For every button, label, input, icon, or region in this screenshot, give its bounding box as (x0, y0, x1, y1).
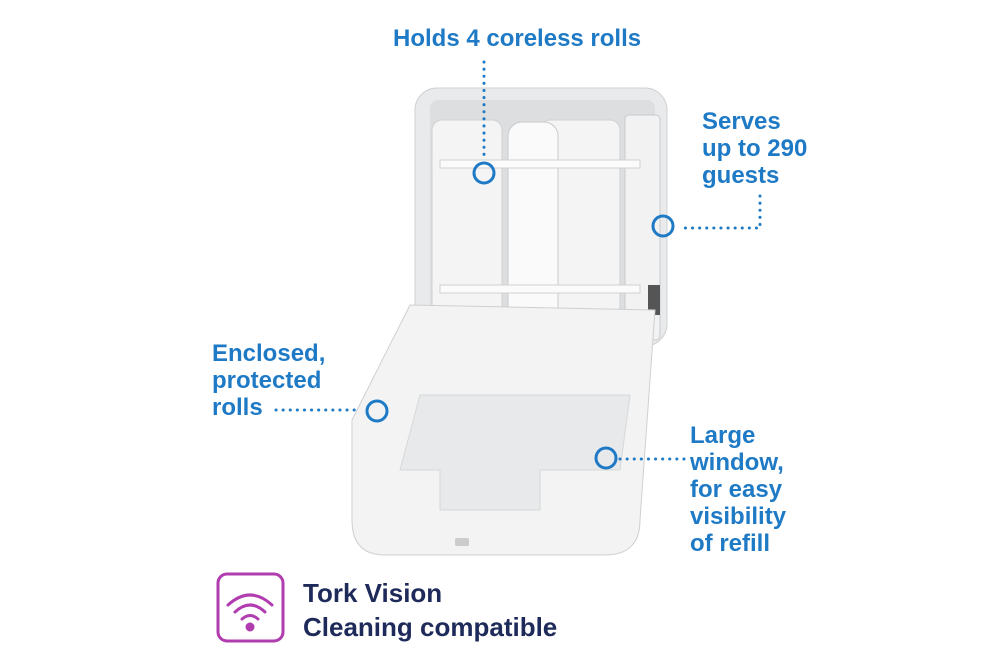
guests-leader-line (678, 194, 762, 230)
tork-vision-badge: Tork Vision Cleaning compatible (303, 576, 557, 644)
window-marker-icon (594, 446, 618, 470)
guests-marker-icon (651, 214, 675, 238)
rolls-marker-icon (472, 161, 496, 185)
callout-enclosed-line: rolls (212, 394, 263, 421)
callout-window-line: visibility (690, 503, 787, 530)
badge-subtitle: Cleaning compatible (303, 612, 558, 642)
callout-rolls: Holds 4 coreless rolls (393, 25, 642, 52)
callout-guests-line: up to 290 (702, 135, 808, 162)
callout-guests-line: Serves (702, 108, 781, 135)
wifi-signal-icon (216, 572, 285, 643)
dispenser-front-lid (351, 304, 656, 556)
badge-title: Tork Vision (303, 578, 443, 608)
callout-guests-line: guests (702, 162, 780, 189)
callout-enclosed-line: Enclosed, (212, 340, 326, 367)
callout-enclosed-line: protected (212, 367, 322, 394)
callout-enclosed: Enclosed, protected rolls (212, 340, 325, 421)
callout-window-line: window, (690, 449, 784, 476)
enclosed-marker-icon (365, 399, 389, 423)
callout-window-line: Large (690, 422, 756, 449)
dispenser-back-housing (414, 87, 668, 347)
callout-guests: Serves up to 290 guests (702, 108, 807, 189)
callout-window: Large window, for easy visibility of ref… (690, 422, 786, 557)
callout-window-line: of refill (690, 530, 771, 557)
callout-window-line: for easy (690, 476, 783, 503)
